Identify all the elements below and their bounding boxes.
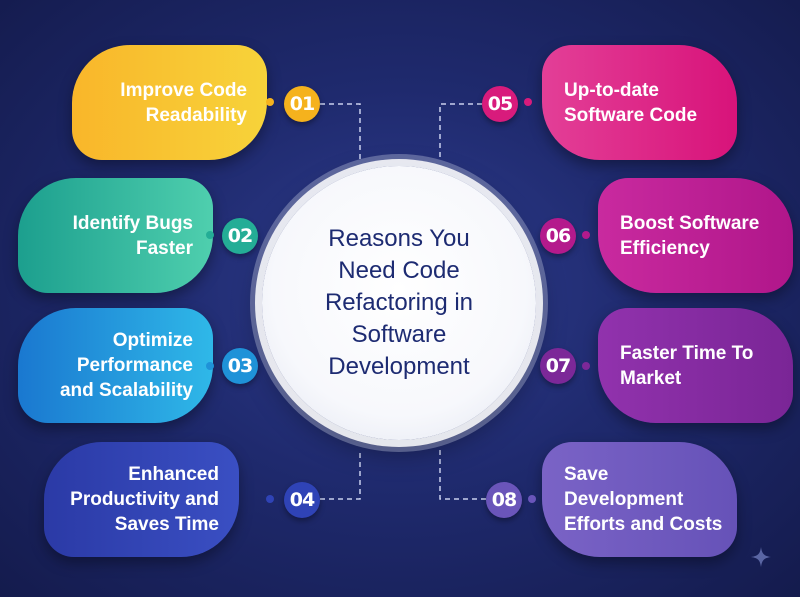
reason-line: Boost Software [620,212,760,234]
number-badge-3: 03 [222,348,258,384]
reason-line: Efforts and Costs [564,514,723,535]
connector-dot-6 [582,231,590,239]
number-badge-7: 07 [540,348,576,384]
number-badge-2: 02 [222,218,258,254]
reason-card-7: Faster Time To Market [598,308,793,423]
reason-line: and Scalability [59,380,193,401]
reason-line: Save Development [564,464,684,510]
reason-line: Productivity and [70,489,219,510]
dashed-connector-8 [439,450,486,500]
dashed-connector-1 [320,103,361,160]
number-badge-5: 05 [482,86,518,122]
reason-line: Improve Code [120,79,247,101]
center-title: Reasons You Need Code Refactoring in Sof… [324,225,474,380]
number-badge-4: 04 [284,482,320,518]
reason-line: Market [620,367,682,389]
reason-line: Software Code [564,104,698,126]
reason-line: Efficiency [620,237,710,259]
dashed-connector-5 [439,103,482,160]
connector-dot-2 [206,231,214,239]
sparkle-icon [751,547,771,567]
number-badge-6: 06 [540,218,576,254]
dashed-connector-4 [320,450,361,500]
reason-line: Faster Time To [620,342,754,364]
connector-dot-7 [582,362,590,370]
connector-dot-4 [266,495,274,503]
connector-dot-5 [524,98,532,106]
reason-line: Performance [76,355,193,376]
reason-text-7: Faster Time To Market [620,341,753,391]
reason-line: Readability [145,104,247,126]
number-badge-8: 08 [486,482,522,518]
center-circle: Reasons You Need Code Refactoring in Sof… [262,166,536,440]
number-badge-1: 01 [284,86,320,122]
reason-line: Up-to-date [564,79,659,101]
connector-dot-8 [528,495,536,503]
connector-dot-3 [206,362,214,370]
reason-line: Optimize [112,330,193,351]
reason-line: Faster [135,237,193,259]
reason-line: Saves Time [114,514,219,535]
reason-line: Enhanced [128,464,219,485]
connector-dot-1 [266,98,274,106]
reason-line: Identify Bugs [72,212,193,234]
